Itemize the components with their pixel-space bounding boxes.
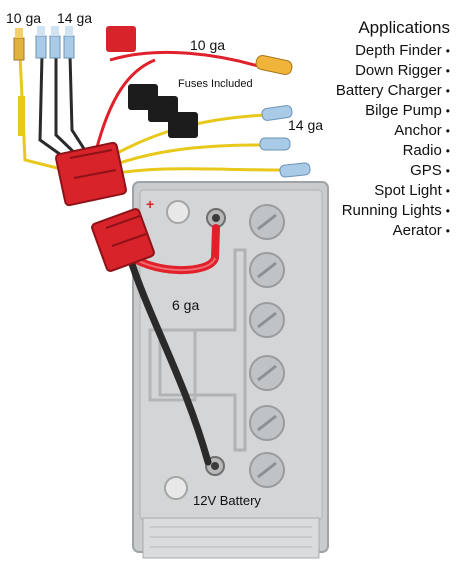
- application-item: Bilge Pump•: [336, 101, 450, 121]
- negative-post: [164, 456, 225, 500]
- application-item-label: Anchor: [394, 122, 442, 139]
- cell-cap: [249, 452, 285, 488]
- inline-fuses: [106, 26, 198, 138]
- cell-cap: [249, 252, 285, 288]
- label-10ga-right: 10 ga: [190, 37, 226, 53]
- label-fuses-included: Fuses Included: [178, 78, 253, 90]
- application-item: Anchor•: [336, 121, 450, 141]
- bullet-icon: •: [445, 44, 450, 58]
- red-10ga-wire: [109, 50, 259, 68]
- black-battery-cable: [126, 254, 212, 466]
- cell-cap: [249, 405, 285, 441]
- applications-title: Applications: [358, 18, 450, 37]
- bullet-icon: •: [445, 224, 450, 238]
- positive-sign: +: [146, 196, 155, 212]
- positive-post: [166, 200, 226, 228]
- cell-cap: [249, 204, 285, 240]
- bullet-icon: •: [445, 184, 450, 198]
- applications-list: Depth Finder• Down Rigger• Battery Charg…: [336, 41, 450, 241]
- bullet-icon: •: [445, 84, 450, 98]
- bullet-icon: •: [445, 64, 450, 78]
- right-terminals: [255, 55, 311, 178]
- application-item-label: Battery Charger: [335, 82, 442, 99]
- application-item: Aerator•: [336, 221, 450, 241]
- label-14ga-right: 14 ga: [288, 117, 324, 133]
- label-12v-battery: 12V Battery: [193, 493, 261, 508]
- bullet-icon: •: [445, 124, 450, 138]
- application-item: Down Rigger•: [336, 61, 450, 81]
- application-item: Spot Light•: [336, 181, 450, 201]
- bullet-icon: •: [445, 164, 450, 178]
- application-item: Depth Finder•: [336, 41, 450, 61]
- application-item-label: Spot Light: [374, 182, 442, 199]
- application-item-label: Down Rigger: [355, 62, 442, 79]
- application-item: Running Lights•: [336, 201, 450, 221]
- application-item-label: Bilge Pump: [365, 102, 442, 119]
- left-terminals: [13, 26, 75, 136]
- application-item-label: GPS: [410, 162, 442, 179]
- cell-cap: [249, 302, 285, 338]
- application-item-label: Radio: [402, 142, 442, 159]
- label-6ga: 6 ga: [172, 297, 200, 313]
- bullet-icon: •: [445, 204, 450, 218]
- tap-connector: [55, 141, 127, 207]
- application-item-label: Running Lights: [341, 202, 442, 219]
- applications-panel: Applications Depth Finder• Down Rigger• …: [336, 18, 450, 241]
- battery-connector: [91, 208, 155, 272]
- label-14ga-left: 14 ga: [57, 10, 93, 26]
- black-wires: [38, 54, 90, 167]
- label-10ga-left: 10 ga: [6, 10, 42, 26]
- application-item: Battery Charger•: [336, 81, 450, 101]
- application-item: Radio•: [336, 141, 450, 161]
- application-item-label: Depth Finder: [355, 42, 442, 59]
- application-item: GPS•: [336, 161, 450, 181]
- battery-cell-caps: [249, 204, 285, 488]
- bullet-icon: •: [445, 144, 450, 158]
- application-item-label: Aerator: [392, 222, 442, 239]
- bullet-icon: •: [445, 104, 450, 118]
- cell-cap: [249, 355, 285, 391]
